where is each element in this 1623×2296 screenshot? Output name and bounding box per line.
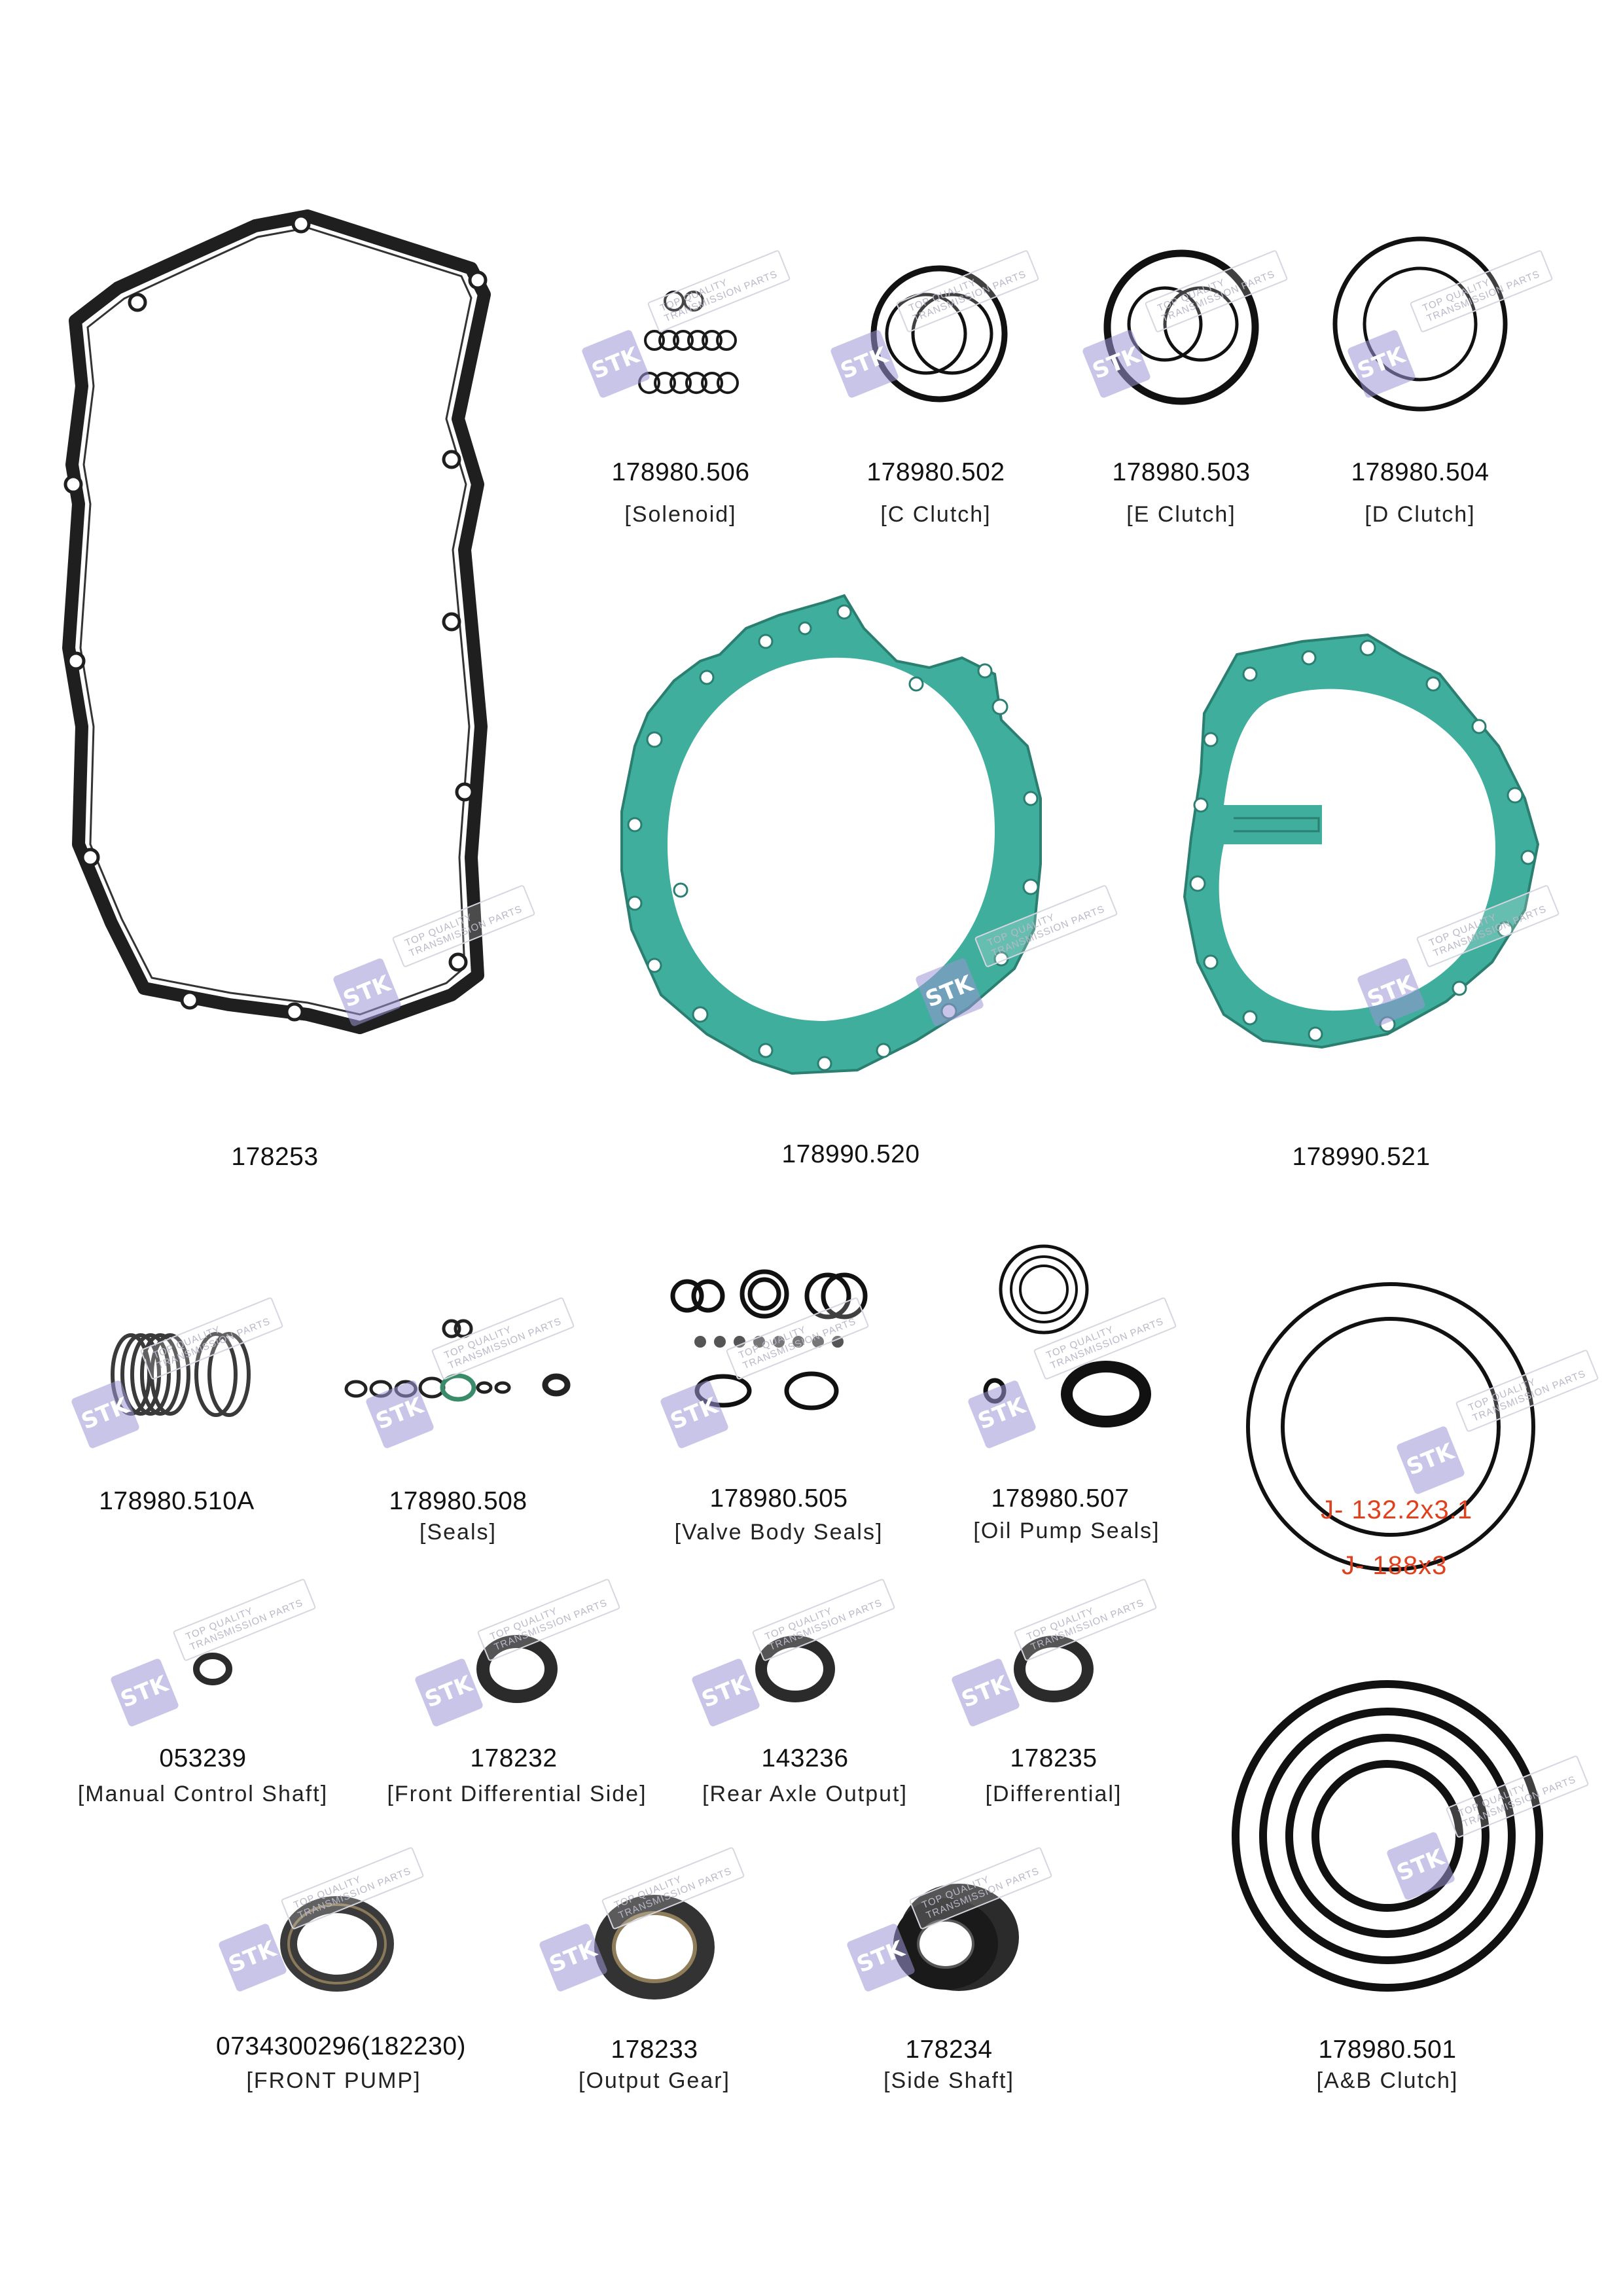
part-178235	[1011, 1633, 1096, 1705]
part-178980-501	[1227, 1676, 1548, 1996]
part-desc-178980-507: [Oil Pump Seals]	[973, 1518, 1160, 1543]
part-code-178253: 178253	[231, 1143, 319, 1171]
part-desc-178234: [Side Shaft]	[883, 2068, 1014, 2093]
large-o-rings-icon	[1246, 1282, 1535, 1571]
part-desc-178235: [Differential]	[985, 1782, 1122, 1806]
part-code-178990-521: 178990.521	[1292, 1143, 1431, 1171]
part-code-178232: 178232	[470, 1744, 558, 1772]
part-178233	[589, 1892, 720, 2003]
part-code-178234: 178234	[905, 2036, 993, 2064]
shaft-seal-icon	[476, 1635, 558, 1703]
part-178980-503	[1103, 245, 1260, 409]
part-143236	[753, 1633, 838, 1705]
part-178990-521	[1171, 622, 1551, 1080]
part-desc-0734300296: [FRONT PUMP]	[246, 2068, 421, 2093]
side-shaft-seal-icon	[893, 1884, 1019, 1991]
part-178234	[874, 1872, 1031, 2009]
part-178980-510A	[105, 1329, 262, 1420]
part-code-178980-502: 178980.502	[866, 458, 1005, 486]
part-code-178980-504: 178980.504	[1351, 458, 1489, 486]
part-code-178980-505: 178980.505	[709, 1484, 848, 1513]
ring-size-note-1: J- 132.2x3.1	[1321, 1496, 1473, 1524]
part-178253	[59, 203, 504, 1047]
valve-body-seals-icon	[670, 1269, 868, 1410]
stk-logo-icon: STK	[217, 1922, 288, 1993]
shaft-seal-icon	[755, 1636, 835, 1702]
clutch-seal-rings-icon	[1103, 249, 1259, 405]
part-code-143236: 143236	[761, 1744, 849, 1772]
part-desc-053239: [Manual Control Shaft]	[77, 1782, 329, 1806]
part-desc-178980-508: [Seals]	[419, 1520, 497, 1545]
part-code-178233: 178233	[611, 2036, 698, 2064]
stk-logo-icon: STK	[950, 1657, 1021, 1728]
shaft-seal-icon	[1014, 1636, 1094, 1702]
part-desc-143236: [Rear Axle Output]	[702, 1782, 908, 1806]
part-desc-178980-506: [Solenoid]	[624, 502, 737, 527]
part-desc-178980-503: [E Clutch]	[1126, 502, 1236, 527]
clutch-seal-rings-icon	[1332, 236, 1508, 412]
part-code-178980-508: 178980.508	[389, 1487, 527, 1515]
pump-seal-icon	[594, 1895, 715, 2000]
part-178980-504	[1329, 232, 1512, 416]
part-desc-178980-504: [D Clutch]	[1364, 502, 1476, 527]
part-code-178980-506: 178980.506	[611, 458, 750, 486]
part-code-178980-501: 178980.501	[1318, 2036, 1457, 2064]
sealing-rings-icon	[111, 1332, 251, 1417]
part-code-178980-510A: 178980.510A	[99, 1487, 255, 1515]
pump-seal-icon	[280, 1896, 394, 1992]
part-desc-178980-502: [C Clutch]	[880, 502, 991, 527]
stk-logo-icon: STK	[690, 1657, 761, 1728]
part-code-0734300296: 0734300296(182230)	[216, 2032, 467, 2060]
part-178232	[474, 1633, 560, 1705]
housing-gasket-icon	[1183, 633, 1540, 1049]
housing-gasket-icon	[620, 594, 1042, 1075]
part-code-178235: 178235	[1010, 1744, 1097, 1772]
part-code-178980-503: 178980.503	[1112, 458, 1251, 486]
part-0734300296	[278, 1895, 396, 1993]
part-desc-178233: [Output Gear]	[579, 2068, 730, 2093]
part-desc-178980-501: [A&B Clutch]	[1316, 2068, 1459, 2093]
part-code-053239: 053239	[159, 1744, 247, 1772]
part-code-178990-520: 178990.520	[781, 1140, 920, 1168]
shaft-seal-icon	[193, 1653, 232, 1685]
part-desc-178980-505: [Valve Body Seals]	[674, 1520, 883, 1545]
stk-logo-icon: STK	[109, 1657, 180, 1728]
part-178980-506	[628, 281, 759, 399]
clutch-o-rings-icon	[1232, 1680, 1543, 1992]
part-178990-520	[609, 589, 1067, 1100]
small-seals-icon	[344, 1319, 571, 1402]
ring-size-note-2: J- 188x3	[1342, 1551, 1448, 1580]
o-ring-set-icon	[638, 291, 739, 394]
part-178980-505	[661, 1266, 877, 1424]
stk-logo-icon: STK	[414, 1657, 484, 1728]
part-big-o-rings	[1243, 1280, 1538, 1574]
part-code-178980-507: 178980.507	[991, 1484, 1130, 1513]
oil-pan-gasket-icon	[62, 209, 491, 1034]
part-178980-508	[340, 1316, 582, 1407]
part-desc-178232: [Front Differential Side]	[387, 1782, 647, 1806]
part-053239	[190, 1649, 236, 1689]
